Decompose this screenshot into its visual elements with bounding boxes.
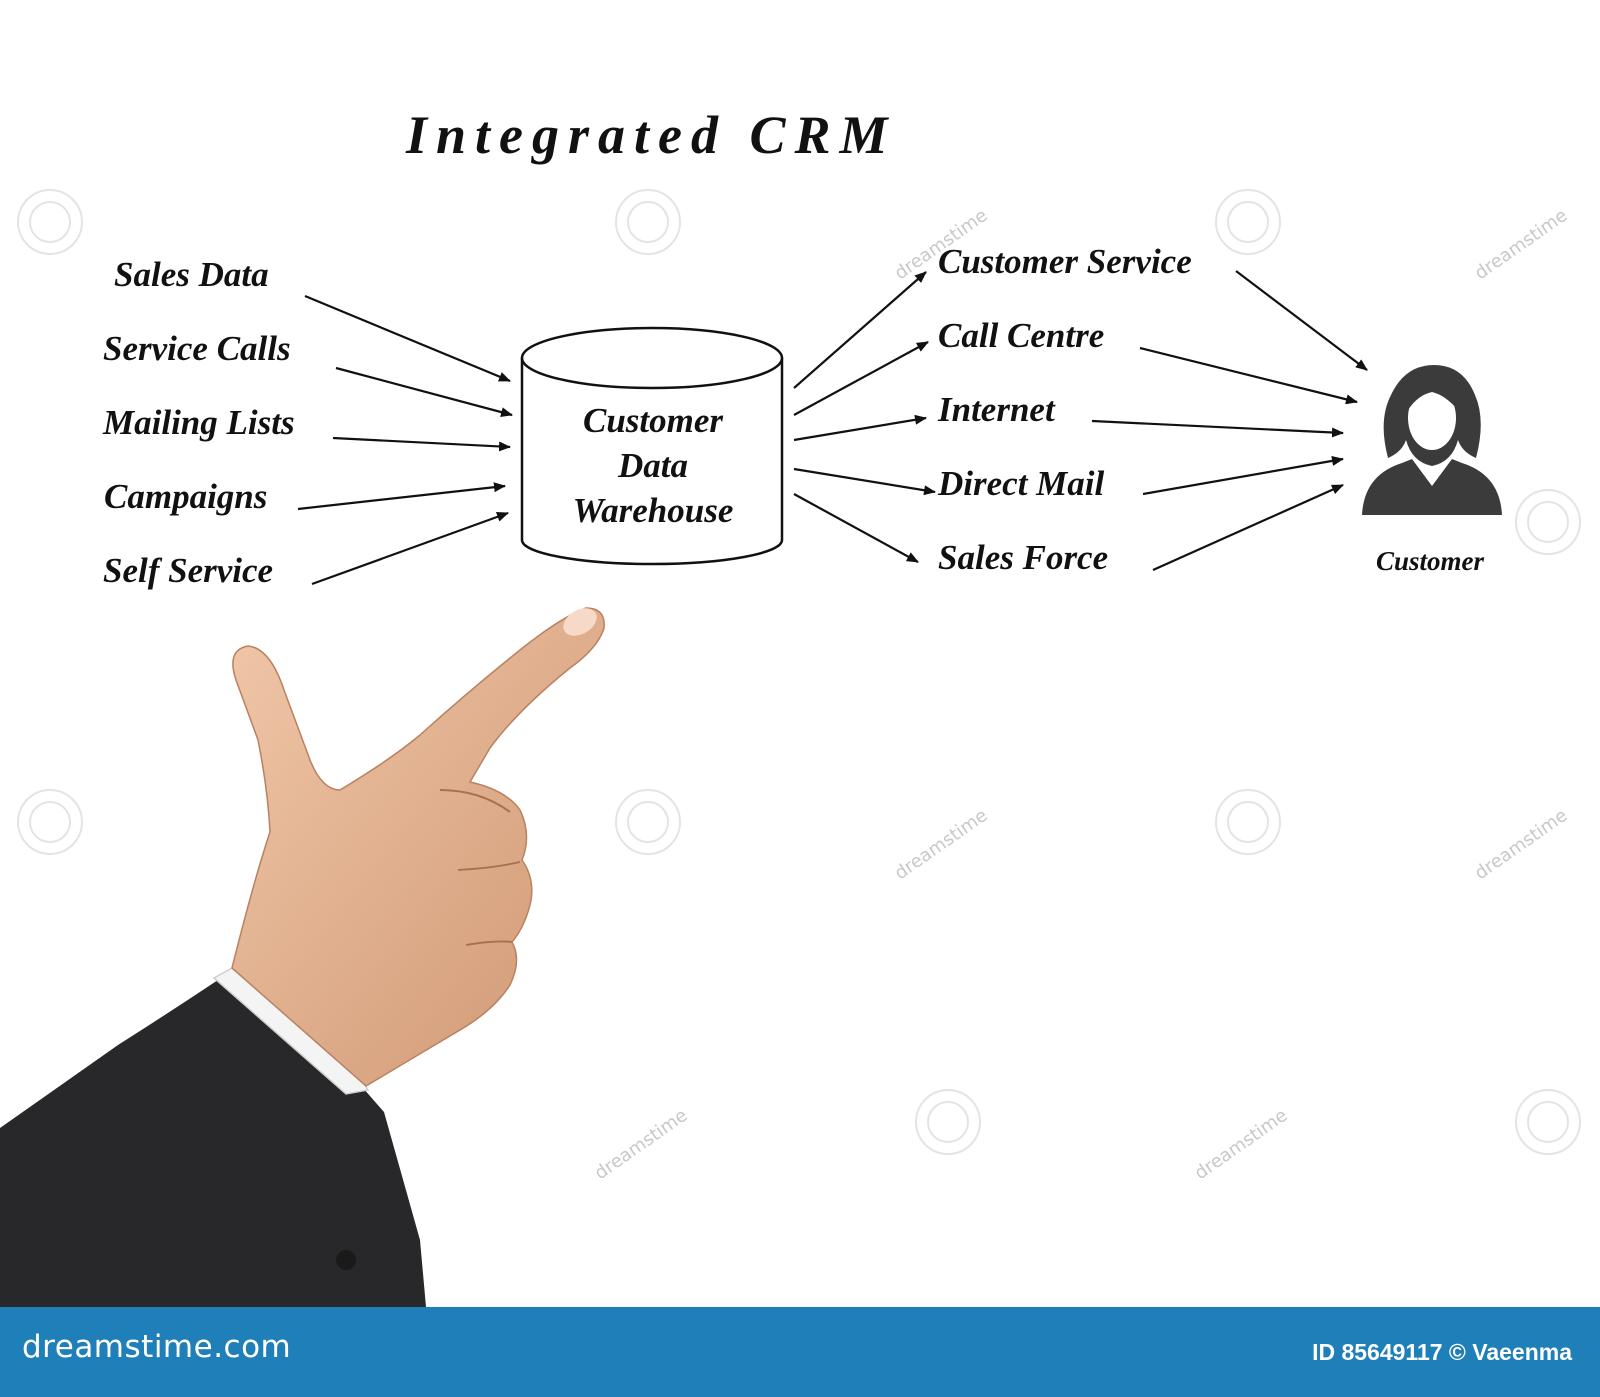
- output-arrows: [793, 271, 936, 563]
- customer-arrows: [1091, 270, 1368, 572]
- source-label-mailing-lists: Mailing Lists: [103, 403, 295, 442]
- channel-label-call-centre: Call Centre: [938, 316, 1105, 355]
- pointing-hand-illustration: [0, 607, 605, 1307]
- svg-text:dreamstime: dreamstime: [1471, 205, 1572, 284]
- channel-label-customer-service: Customer Service: [938, 242, 1192, 281]
- channel-label-sales-force: Sales Force: [938, 538, 1109, 577]
- footer-logo: dreamstime.com: [22, 1329, 292, 1365]
- svg-text:dreamstime: dreamstime: [1191, 1105, 1292, 1184]
- svg-text:dreamstime: dreamstime: [591, 1105, 692, 1184]
- svg-text:dreamstime: dreamstime: [891, 805, 992, 884]
- input-arrows: [297, 294, 513, 586]
- channel-label-direct-mail: Direct Mail: [938, 464, 1105, 503]
- warehouse-line-2: Data: [618, 446, 688, 485]
- watermark-swirls: [17, 189, 1581, 1155]
- customer-label: Customer: [1376, 546, 1485, 576]
- footer-bar: dreamstime.com ID 85649117 © Vaeenma: [0, 1307, 1600, 1397]
- customer-avatar-icon: [1362, 365, 1502, 515]
- source-label-campaigns: Campaigns: [104, 477, 268, 516]
- warehouse-label: Customer Data Warehouse: [522, 398, 784, 533]
- source-label-service-calls: Service Calls: [103, 329, 291, 368]
- warehouse-cylinder-icon: [520, 326, 784, 566]
- footer-image-id: ID 85649117 © Vaeenma: [1312, 1339, 1572, 1365]
- channel-label-internet: Internet: [938, 390, 1055, 429]
- source-label-sales-data: Sales Data: [114, 255, 269, 294]
- svg-text:dreamstime: dreamstime: [1471, 805, 1572, 884]
- warehouse-line-1: Customer: [582, 401, 724, 440]
- source-label-self-service: Self Service: [103, 551, 274, 590]
- warehouse-line-3: Warehouse: [572, 491, 734, 530]
- diagram-title: Integrated CRM: [406, 105, 897, 165]
